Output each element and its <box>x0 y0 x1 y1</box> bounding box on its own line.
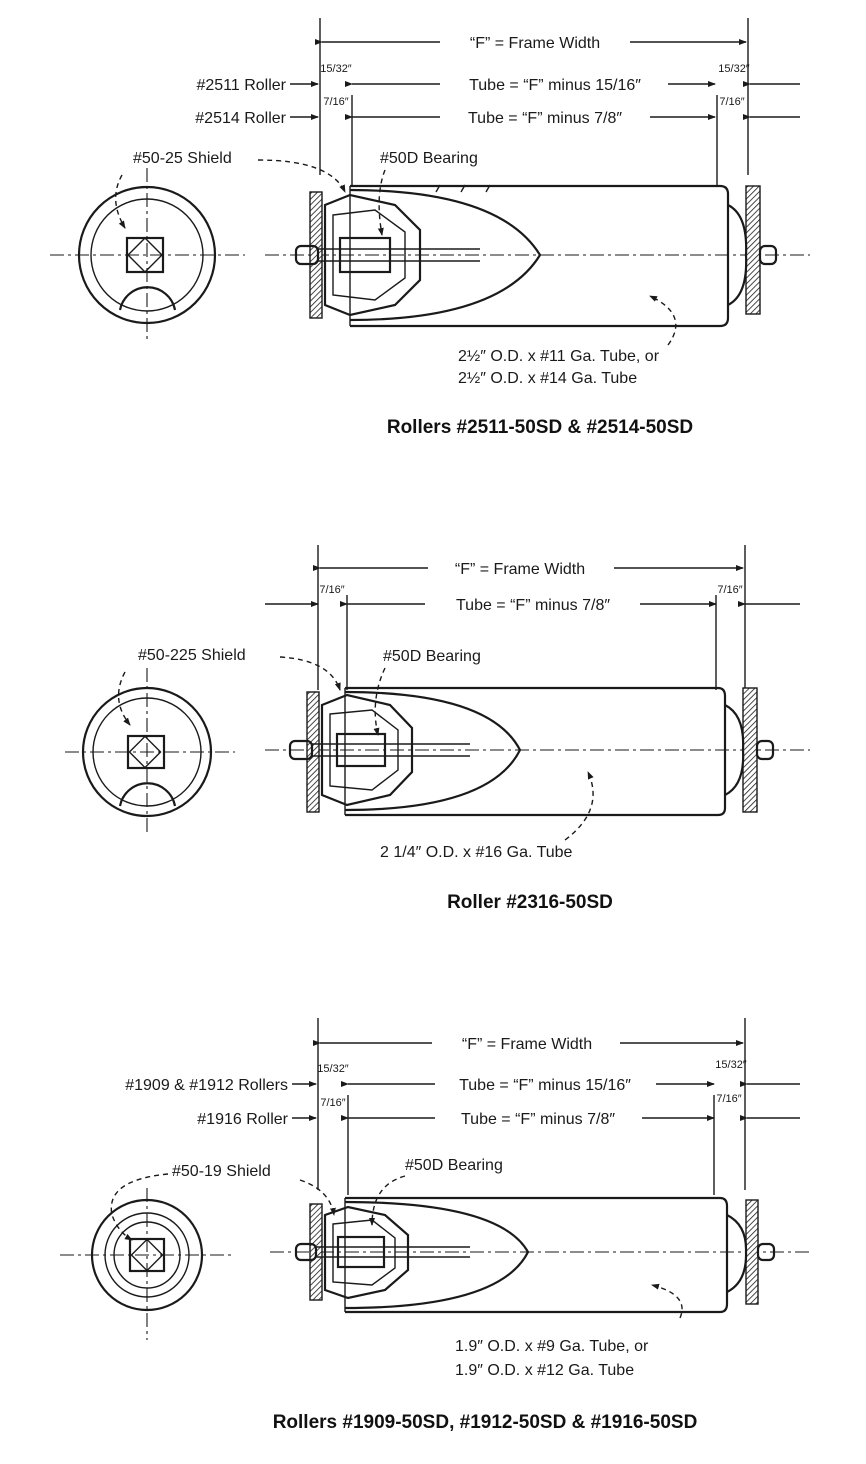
roller-2511-label: #2511 Roller <box>196 77 286 94</box>
diagram-1-title: Rollers #2511-50SD & #2514-50SD <box>387 417 693 438</box>
frame-width-label: “F” = Frame Width <box>455 561 585 578</box>
shield-label: #50-19 Shield <box>172 1163 271 1180</box>
diagram-3: “F” = Frame Width #1909 & #1912 Rollers … <box>60 1018 810 1433</box>
tube-minus-15-16-label: Tube = “F” minus 15/16″ <box>469 77 641 94</box>
dim-7-16-right: 7/16″ <box>716 1093 741 1105</box>
dim-15-32-right: 15/32″ <box>718 63 750 75</box>
dim-7-16-right: 7/16″ <box>719 96 744 108</box>
roller-1909-1912-label: #1909 & #1912 Rollers <box>125 1077 288 1094</box>
tube-minus-7-8-label: Tube = “F” minus 7/8″ <box>461 1111 615 1128</box>
shield-label: #50-225 Shield <box>138 647 246 664</box>
diagram-2: “F” = Frame Width Tube = “F” minus 7/8″ … <box>65 545 810 913</box>
tube-spec-line-1: 1.9″ O.D. x #9 Ga. Tube, or <box>455 1338 649 1355</box>
frame-width-label: “F” = Frame Width <box>462 1036 592 1053</box>
shield-label: #50-25 Shield <box>133 150 232 167</box>
dim-15-32-left: 15/32″ <box>317 1063 349 1075</box>
tube-spec-line-2: 1.9″ O.D. x #12 Ga. Tube <box>455 1362 634 1379</box>
dim-7-16-left: 7/16″ <box>319 584 344 596</box>
tube-minus-15-16-label: Tube = “F” minus 15/16″ <box>459 1077 631 1094</box>
tube-spec-line-1: 2½″ O.D. x #11 Ga. Tube, or <box>458 348 660 365</box>
dim-15-32-left: 15/32″ <box>320 63 352 75</box>
side-view-1 <box>265 184 810 328</box>
diagram-1: “F” = Frame Width #2511 Roller Tube = “F… <box>50 18 810 438</box>
dim-7-16-right: 7/16″ <box>717 584 742 596</box>
dim-7-16-left: 7/16″ <box>323 96 348 108</box>
roller-1916-label: #1916 Roller <box>197 1111 288 1128</box>
tube-spec-line-1: 2 1/4″ O.D. x #16 Ga. Tube <box>380 844 573 861</box>
bearing-label: #50D Bearing <box>380 150 478 167</box>
dim-15-32-right: 15/32″ <box>715 1059 747 1071</box>
tube-minus-7-8-label: Tube = “F” minus 7/8″ <box>456 597 610 614</box>
bearing-label: #50D Bearing <box>383 648 481 665</box>
tube-spec-line-2: 2½″ O.D. x #14 Ga. Tube <box>458 370 637 387</box>
tube-minus-7-8-label: Tube = “F” minus 7/8″ <box>468 110 622 127</box>
diagram-3-title: Rollers #1909-50SD, #1912-50SD & #1916-5… <box>273 1412 698 1433</box>
end-view-3 <box>60 1188 232 1340</box>
frame-width-label: “F” = Frame Width <box>470 35 600 52</box>
end-view-1 <box>50 168 245 342</box>
side-view-3 <box>270 1196 810 1314</box>
dim-7-16-left: 7/16″ <box>320 1097 345 1109</box>
end-view-2 <box>65 668 235 836</box>
bearing-label: #50D Bearing <box>405 1157 503 1174</box>
diagram-2-title: Roller #2316-50SD <box>447 892 613 913</box>
side-view-2 <box>265 686 810 817</box>
roller-2514-label: #2514 Roller <box>195 110 286 127</box>
